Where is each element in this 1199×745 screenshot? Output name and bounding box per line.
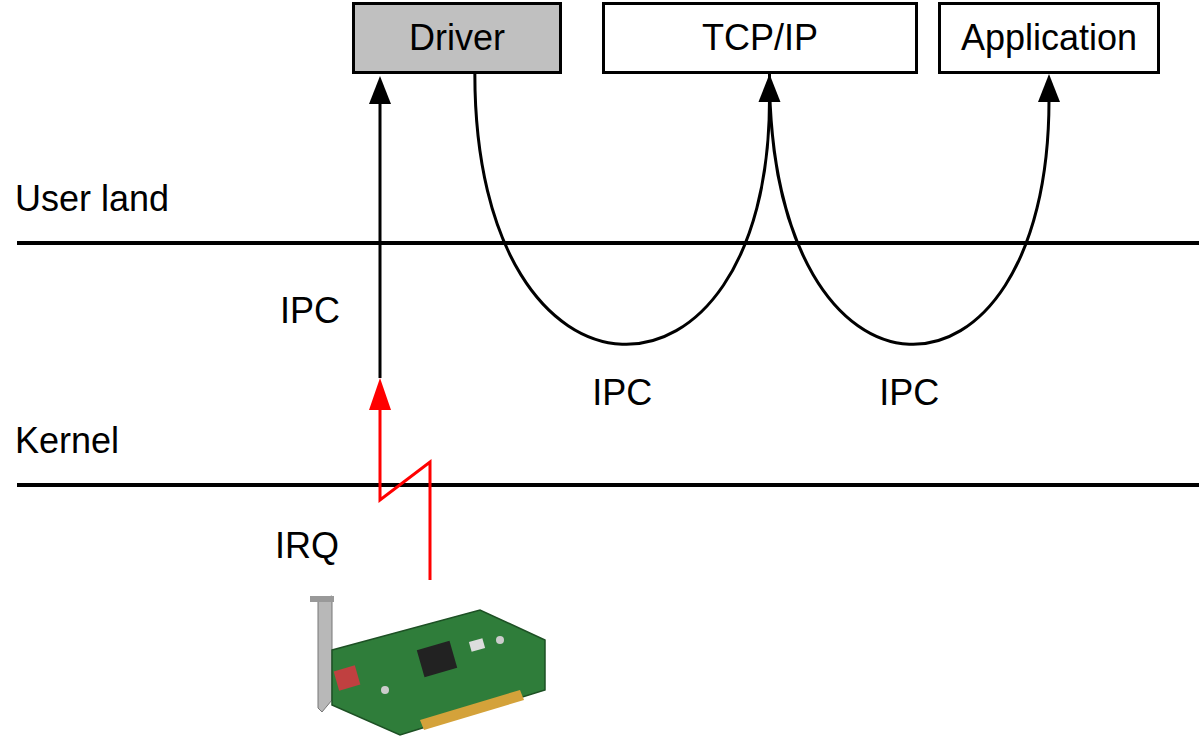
edge-label: IPC	[877, 372, 941, 414]
ipc-label: IPC	[280, 290, 340, 332]
network-card	[310, 596, 545, 735]
boundary-line	[17, 241, 1199, 245]
layer-label: User land	[15, 178, 169, 220]
driver-box: Driver	[352, 2, 562, 74]
ipc-line	[379, 100, 382, 378]
ipc-arrowhead	[369, 76, 391, 104]
layer-label: Kernel	[15, 420, 119, 462]
edge-label: IPC	[590, 372, 654, 414]
process-box: TCP/IP	[602, 2, 918, 74]
box-label: TCP/IP	[702, 17, 818, 59]
irq-arrowhead	[369, 378, 391, 410]
irq-label: IRQ	[275, 525, 339, 567]
process-box: Application	[938, 2, 1160, 74]
boundary-line	[17, 483, 1199, 487]
box-label: Driver	[409, 17, 505, 59]
ipc-connector	[769, 74, 1060, 344]
ipc-connector	[475, 74, 781, 344]
box-label: Application	[961, 17, 1137, 59]
irq-signal	[380, 408, 430, 580]
